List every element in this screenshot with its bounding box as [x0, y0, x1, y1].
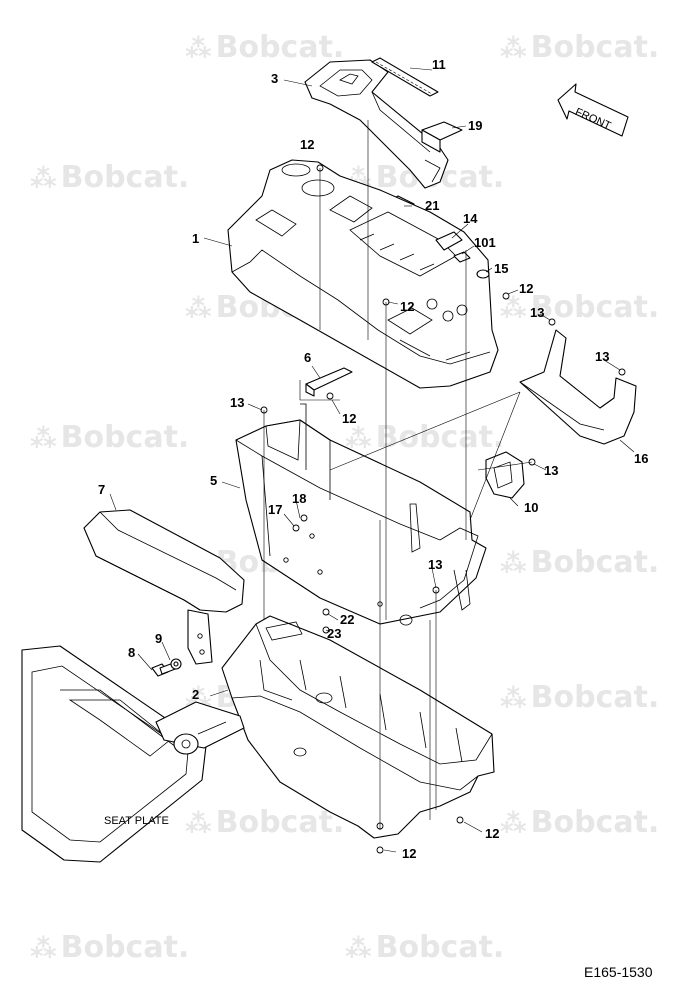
bobcat-logo-icon: ⁂ — [500, 549, 527, 579]
part-6-bracket — [305, 367, 353, 397]
callout-9: 9 — [155, 631, 163, 646]
callout-1: 1 — [192, 231, 200, 246]
watermark-text: Bobcat. — [60, 420, 190, 455]
callout-12: 12 — [485, 826, 500, 841]
bobcat-logo-icon: ⁂ — [500, 34, 527, 64]
watermark-text: Bobcat. — [530, 30, 660, 65]
watermark-bobcat: ⁂Bobcat. — [345, 930, 504, 965]
leader-lines — [109, 67, 635, 853]
watermark-bobcat: ⁂Bobcat. — [30, 930, 189, 965]
callout-21: 21 — [425, 198, 440, 213]
callout-13: 13 — [428, 557, 443, 572]
callout-15: 15 — [494, 261, 509, 276]
front-arrow-icon — [557, 83, 629, 137]
alignment-lines — [263, 120, 533, 830]
bobcat-logo-icon: ⁂ — [500, 809, 527, 839]
callout-12: 12 — [519, 281, 534, 296]
callout-2: 2 — [192, 687, 200, 702]
part-1-console — [227, 159, 499, 389]
callout-12: 12 — [400, 299, 415, 314]
bobcat-logo-icon: ⁂ — [185, 294, 212, 324]
watermark-bobcat: ⁂Bobcat. — [30, 420, 189, 455]
callout-13: 13 — [595, 349, 610, 364]
callout-3: 3 — [271, 71, 279, 86]
callout-101: 101 — [474, 235, 496, 250]
part-7-armrest — [83, 509, 245, 665]
watermark-bobcat: ⁂Bobcat. — [345, 420, 504, 455]
callout-12: 12 — [300, 137, 315, 152]
watermark-text: Bobcat. — [375, 420, 505, 455]
part-11-decal — [371, 57, 439, 97]
callout-5: 5 — [210, 473, 218, 488]
watermark-text: Bobcat. — [215, 805, 345, 840]
bobcat-logo-icon: ⁂ — [185, 34, 212, 64]
callout-17: 17 — [268, 502, 283, 517]
watermark-bobcat: ⁂Bobcat. — [185, 30, 344, 65]
watermark-bobcat: ⁂Bobcat. — [500, 805, 659, 840]
watermark-bobcat: ⁂Bobcat. — [500, 680, 659, 715]
watermark-bobcat: ⁂Bobcat. — [345, 160, 504, 195]
bobcat-logo-icon: ⁂ — [500, 684, 527, 714]
part-2-lower-tray — [221, 615, 495, 839]
callout-14: 14 — [463, 211, 478, 226]
part-9-washer — [170, 658, 182, 670]
watermark-text: Bobcat. — [375, 930, 505, 965]
part-5-frame — [235, 403, 487, 626]
watermark-bobcat: ⁂Bobcat. — [500, 545, 659, 580]
bobcat-logo-icon: ⁂ — [30, 164, 57, 194]
callout-8: 8 — [128, 645, 136, 660]
callout-7: 7 — [98, 482, 106, 497]
callout-6: 6 — [304, 350, 312, 365]
watermark-text: Bobcat. — [530, 680, 660, 715]
watermark-text: Bobcat. — [60, 930, 190, 965]
callout-11: 11 — [432, 57, 446, 72]
watermark-text: Bobcat. — [530, 805, 660, 840]
bobcat-logo-icon: ⁂ — [30, 934, 57, 964]
callout-22: 22 — [340, 612, 355, 627]
seat-plate — [21, 645, 245, 863]
part-10-clip — [485, 451, 525, 499]
callout-13: 13 — [230, 395, 245, 410]
callout-13: 13 — [530, 305, 545, 320]
document-id: E165-1530 — [584, 964, 653, 980]
watermark-text: Bobcat. — [60, 160, 190, 195]
callout-18: 18 — [292, 491, 307, 506]
seat-plate-label: SEAT PLATE — [104, 815, 169, 827]
callout-12: 12 — [342, 411, 357, 426]
bobcat-logo-icon: ⁂ — [30, 424, 57, 454]
bobcat-logo-icon: ⁂ — [185, 809, 212, 839]
part-14-cover — [435, 231, 463, 251]
watermark-bobcat: ⁂Bobcat. — [185, 805, 344, 840]
callout-10: 10 — [524, 500, 539, 515]
callout-16: 16 — [634, 451, 649, 466]
watermark-bobcat: ⁂Bobcat. — [500, 30, 659, 65]
watermark-bobcat: ⁂Bobcat. — [30, 160, 189, 195]
callout-19: 19 — [468, 118, 483, 133]
watermark-text: Bobcat. — [530, 545, 660, 580]
callout-23: 23 — [327, 626, 342, 641]
callout-13: 13 — [544, 463, 559, 478]
part-16-side-bracket — [519, 329, 637, 445]
callout-12: 12 — [402, 846, 417, 861]
part-19-bracket — [421, 121, 463, 153]
bobcat-logo-icon: ⁂ — [345, 934, 372, 964]
watermark-text: Bobcat. — [215, 30, 345, 65]
